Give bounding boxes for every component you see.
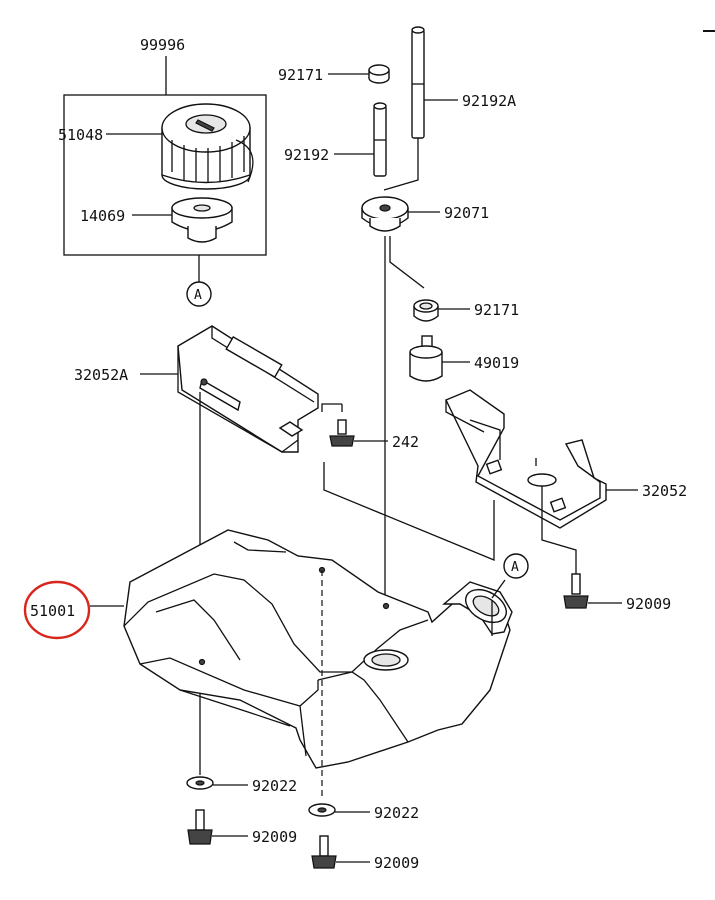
- callout-51048[interactable]: 51048: [58, 126, 103, 144]
- callout-32052[interactable]: 32052: [642, 482, 687, 500]
- cap-assembly-group: [63, 56, 267, 307]
- callout-92171-top[interactable]: 92171: [278, 66, 323, 84]
- check-valve-part[interactable]: [409, 335, 443, 382]
- callout-92171-mid[interactable]: 92171: [474, 301, 519, 319]
- bolt-242-part[interactable]: [329, 419, 355, 447]
- highlight-circle: [23, 580, 91, 640]
- callout-92071[interactable]: 92071: [444, 204, 489, 222]
- grommet-part[interactable]: [361, 196, 409, 232]
- callout-92009-mid[interactable]: 92009: [374, 854, 419, 872]
- bolt-92009-left-part[interactable]: [187, 809, 213, 845]
- callout-99996[interactable]: 99996: [140, 36, 185, 54]
- bracket-32052-part[interactable]: [445, 389, 607, 529]
- hose-clamp-mid-part[interactable]: [413, 299, 439, 322]
- cap-gasket-part[interactable]: [171, 197, 233, 243]
- washer-92022-mid-part[interactable]: [308, 803, 336, 817]
- vent-hose-short-part[interactable]: [373, 102, 387, 177]
- fuel-tank-part[interactable]: [123, 529, 513, 769]
- callout-92022-left[interactable]: 92022: [252, 777, 297, 795]
- vent-hose-long-part[interactable]: [411, 26, 425, 139]
- vent-hoses-group: [328, 26, 470, 648]
- callout-14069[interactable]: 14069: [80, 207, 125, 225]
- hose-clamp-top-part[interactable]: [368, 64, 390, 84]
- bolt-92009-mid-part[interactable]: [311, 835, 337, 869]
- ref-marker-a-circle-lower: [503, 553, 529, 579]
- side-rule: [703, 30, 715, 32]
- callout-92192[interactable]: 92192: [284, 146, 329, 164]
- ref-marker-a-circle: [186, 281, 212, 307]
- callout-92022-mid[interactable]: 92022: [374, 804, 419, 822]
- callout-242[interactable]: 242: [392, 433, 419, 451]
- bracket-32052a-part[interactable]: [177, 325, 319, 453]
- bolt-92009-right-part[interactable]: [563, 573, 589, 609]
- ref-marker-a-lower: A: [511, 560, 519, 575]
- washer-92022-left-part[interactable]: [186, 776, 214, 790]
- callout-92192a[interactable]: 92192A: [462, 92, 516, 110]
- callout-92009-right[interactable]: 92009: [626, 595, 671, 613]
- callout-32052a[interactable]: 32052A: [74, 366, 128, 384]
- callout-51001[interactable]: 51001: [30, 602, 75, 620]
- callout-92009-left[interactable]: 92009: [252, 828, 297, 846]
- fuel-cap-part[interactable]: [161, 103, 254, 190]
- callout-49019[interactable]: 49019: [474, 354, 519, 372]
- cropped-side-column: [703, 30, 715, 320]
- ref-marker-a-upper: A: [194, 288, 202, 303]
